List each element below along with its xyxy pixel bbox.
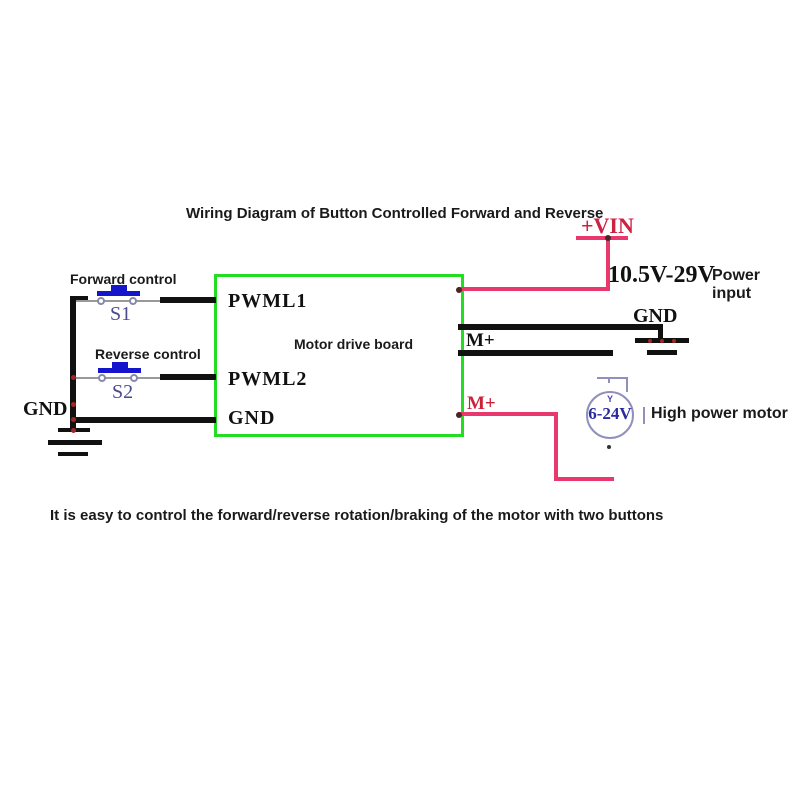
motor-top-bracket-h — [597, 377, 628, 379]
junction-dot-vin — [605, 235, 611, 241]
wire-m-lower — [458, 350, 613, 356]
motor-wire-vertical — [554, 412, 558, 481]
bottom-caption: It is easy to control the forward/revers… — [50, 507, 664, 524]
s1-terminal-link — [76, 300, 164, 302]
s1-button-plunger — [111, 285, 127, 291]
s2-terminal-left — [98, 374, 106, 382]
junction-dot-vin-board — [456, 287, 462, 293]
right-ground-mark-1 — [648, 339, 652, 343]
s2-terminal-right — [130, 374, 138, 382]
left-ground-bar-3 — [58, 452, 88, 456]
motor-voltage-label: 6-24V — [588, 404, 632, 423]
vin-rail-bar — [576, 236, 628, 240]
vin-wire-vertical — [606, 236, 610, 291]
voltage-range-label: 10.5V-29V — [608, 262, 715, 288]
junction-dot-motor-board — [456, 412, 462, 418]
pin-label-gnd: GND — [228, 407, 276, 429]
s1-button-base — [97, 291, 140, 296]
right-ground-mark-2 — [660, 339, 664, 343]
motor-right-tick — [643, 407, 645, 424]
s2-designator: S2 — [112, 381, 134, 403]
motor-caret-mark: Y — [607, 394, 614, 404]
right-ground-bar-2 — [647, 350, 677, 355]
diagram-title: Wiring Diagram of Button Controlled Forw… — [186, 205, 604, 222]
motor-top-bracket-tick — [608, 377, 610, 383]
m-plus-lower-label: M+ — [467, 393, 496, 414]
m-plus-upper-label: M+ — [466, 330, 495, 351]
power-input-label: Power input — [712, 267, 761, 302]
wire-s1-to-pwml1 — [160, 297, 216, 303]
s2-button-plunger — [112, 362, 128, 368]
wire-bus-to-gnd-pin — [73, 417, 216, 423]
board-title: Motor drive board — [294, 336, 414, 352]
forward-control-label: Forward control — [70, 271, 177, 287]
junction-dot-ground-sym — [71, 428, 76, 433]
pin-label-pwml1: PWML1 — [228, 290, 308, 312]
junction-dot-gnd-wire — [71, 417, 76, 422]
reverse-control-label: Reverse control — [95, 346, 201, 362]
motor-bottom-dot — [607, 445, 611, 449]
motor-symbol — [586, 391, 634, 439]
s1-terminal-left — [97, 297, 105, 305]
left-gnd-label: GND — [23, 398, 68, 420]
s1-terminal-right — [129, 297, 137, 305]
s1-designator: S1 — [110, 303, 132, 325]
wire-s2-to-pwml2 — [160, 374, 216, 380]
motor-label: High power motor — [651, 405, 788, 422]
right-ground-mark-3 — [672, 339, 676, 343]
wire-gnd-drop — [658, 324, 663, 340]
motor-drive-board-box — [214, 274, 464, 437]
vin-label: +VIN — [581, 213, 634, 238]
wire-m-upper — [458, 324, 663, 330]
ground-bus-wire — [70, 296, 76, 432]
pin-label-pwml2: PWML2 — [228, 368, 308, 390]
motor-top-bracket-v — [626, 377, 628, 392]
ground-bus-top-cap — [70, 296, 88, 301]
motor-wire-horizontal-1 — [458, 412, 558, 416]
motor-wire-horizontal-2 — [554, 477, 614, 481]
right-gnd-label: GND — [633, 305, 678, 327]
vin-wire-horizontal — [458, 287, 610, 291]
s2-terminal-link — [76, 377, 164, 379]
left-ground-bar-2 — [48, 440, 102, 445]
junction-dot-bus — [71, 402, 76, 407]
s2-button-base — [98, 368, 141, 373]
junction-dot-s2 — [71, 375, 76, 380]
